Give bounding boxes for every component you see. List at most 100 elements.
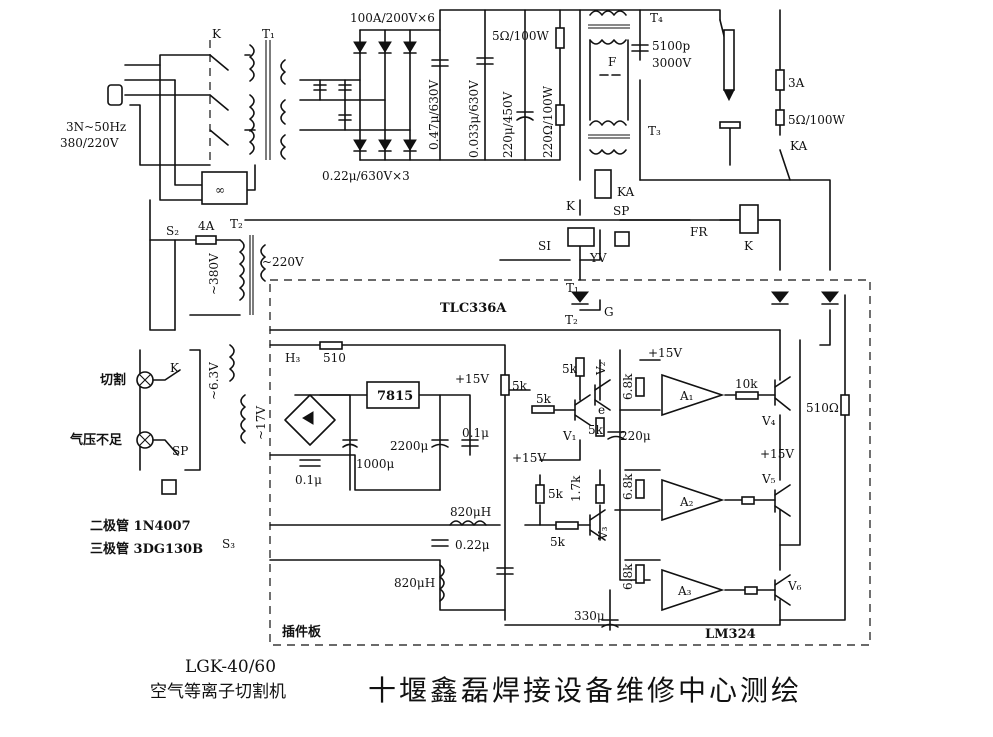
label-diode-note: 二极管 1N4007 bbox=[90, 518, 191, 534]
label-v1: V₁ bbox=[562, 429, 576, 443]
power-resistors bbox=[555, 27, 785, 126]
label-low-air: 气压不足 bbox=[70, 432, 123, 448]
label-r510: 510 bbox=[323, 351, 346, 365]
label-t2-mid: T₂ bbox=[565, 313, 578, 327]
label-fuse-4a: 4A bbox=[198, 219, 215, 233]
label-r68k-a: 6.8k bbox=[621, 373, 635, 400]
label-cap-5100p-voltage: 3000V bbox=[652, 56, 692, 70]
label-k-switch: K bbox=[566, 199, 576, 213]
board-resistors bbox=[319, 341, 850, 595]
label-7815: 7815 bbox=[377, 389, 413, 404]
bridge-rectifier bbox=[284, 394, 336, 446]
label-sp-top: SP bbox=[613, 204, 629, 218]
label-yv: YV bbox=[589, 251, 607, 265]
label-ka-right: KA bbox=[790, 139, 807, 153]
label-g: G bbox=[604, 305, 614, 319]
label-r68k-c: 6.8k bbox=[621, 563, 635, 590]
label-ka-relay: KA bbox=[617, 185, 634, 199]
label-a1: A₁ bbox=[679, 389, 693, 403]
label-r5k-c: 5k bbox=[536, 392, 552, 406]
label-r10k: 10k bbox=[735, 377, 758, 391]
footer-title: 十堰鑫磊焊接设备维修中心测绘 bbox=[368, 674, 802, 707]
label-v220: ~220V bbox=[262, 255, 304, 269]
label-v6: V₆ bbox=[787, 579, 802, 593]
label-t3: T₃ bbox=[648, 124, 661, 138]
label-r5k-f: 5k bbox=[550, 535, 566, 549]
label-sp-bottom: SP bbox=[172, 444, 188, 458]
board-capacitors bbox=[299, 431, 625, 628]
control-wiring bbox=[269, 294, 846, 631]
label-f: F bbox=[608, 55, 616, 69]
opamp-a2 bbox=[661, 478, 725, 522]
power-wiring bbox=[124, 9, 831, 331]
label-fuse-3a: 3A bbox=[788, 76, 805, 90]
label-k-top: K bbox=[212, 27, 222, 41]
label-r510ohm: 510Ω bbox=[806, 401, 839, 415]
label-v3: V₃ bbox=[596, 526, 610, 541]
label-cap-047: 0.47μ/630V bbox=[427, 80, 441, 150]
transformer-t2 bbox=[195, 235, 266, 444]
label-cap-220u: 220μ/450V bbox=[501, 91, 515, 158]
label-c01b: 0.1μ bbox=[295, 473, 322, 487]
label-lm324: LM324 bbox=[705, 627, 756, 642]
solenoid-yv bbox=[567, 227, 595, 247]
label-supply-1: 3N~50Hz bbox=[66, 120, 126, 134]
label-c2200: 2200μ bbox=[390, 439, 429, 453]
label-s2: S₂ bbox=[166, 224, 179, 238]
svg-text:∞: ∞ bbox=[215, 183, 225, 197]
torch-electrode bbox=[719, 29, 741, 129]
label-r17k: 1.7k bbox=[569, 475, 583, 502]
label-fr: FR bbox=[690, 225, 708, 239]
regulator-7815 bbox=[366, 381, 420, 409]
mains-plug: ∞ bbox=[107, 84, 248, 205]
label-r68k-b: 6.8k bbox=[621, 473, 635, 500]
label-e: e bbox=[598, 403, 605, 417]
label-v5: V₅ bbox=[761, 472, 776, 486]
label-plus15-d: +15V bbox=[760, 447, 794, 461]
inductors bbox=[439, 520, 487, 602]
thyristors bbox=[570, 291, 840, 346]
contactor-k bbox=[209, 40, 229, 160]
label-trans-note: 三极管 3DG130B bbox=[90, 541, 203, 557]
label-t1-mid: T₁ bbox=[566, 281, 579, 295]
label-tlc336a: TLC336A bbox=[440, 301, 507, 316]
lamp-cut bbox=[136, 349, 201, 471]
label-t2: T₂ bbox=[230, 217, 243, 231]
relay-k-coil bbox=[739, 204, 759, 234]
model-number: LGK-40/60 bbox=[185, 657, 276, 677]
label-supply-2: 380/220V bbox=[60, 136, 119, 150]
label-c220u: 220μ bbox=[620, 429, 651, 443]
label-c01a: 0.1μ bbox=[462, 426, 489, 440]
label-plus15-c: +15V bbox=[512, 451, 546, 465]
opamp-a1 bbox=[661, 373, 725, 417]
label-res-5ohm-b: 5Ω/100W bbox=[788, 113, 846, 127]
label-k-coil: K bbox=[744, 239, 754, 253]
transistors bbox=[574, 376, 791, 606]
relay-ka bbox=[594, 169, 612, 199]
label-r5k-a: 5k bbox=[512, 379, 528, 393]
label-l820-a: 820μH bbox=[450, 505, 491, 519]
label-cut: 切割 bbox=[100, 372, 126, 388]
label-t4: T₄ bbox=[650, 11, 663, 25]
plugin-board-border bbox=[269, 279, 871, 646]
label-si: SI bbox=[538, 239, 551, 253]
power-capacitors bbox=[313, 44, 649, 121]
label-plus15-b: +15V bbox=[455, 372, 489, 386]
label-s3: S₃ bbox=[222, 537, 235, 551]
label-plugin-board: 插件板 bbox=[282, 624, 322, 640]
label-h3: H₃ bbox=[285, 351, 300, 365]
label-cap-5100p: 5100p bbox=[652, 39, 691, 53]
diode-bridge-top bbox=[353, 41, 417, 152]
label-cap-0033: 0.033μ/630V bbox=[467, 80, 481, 158]
label-c1000: 1000μ bbox=[356, 457, 395, 471]
label-plus15-a: +15V bbox=[648, 346, 682, 360]
label-r5k-e: 5k bbox=[548, 487, 564, 501]
model-name: 空气等离子切割机 bbox=[150, 682, 286, 702]
label-a3: A₃ bbox=[677, 584, 692, 598]
label-res-5ohm: 5Ω/100W bbox=[492, 29, 550, 43]
transformer-t3 bbox=[588, 120, 630, 155]
label-c022: 0.22μ bbox=[455, 538, 490, 552]
transformer-t1 bbox=[249, 40, 286, 160]
label-v2: V₂ bbox=[594, 361, 608, 376]
